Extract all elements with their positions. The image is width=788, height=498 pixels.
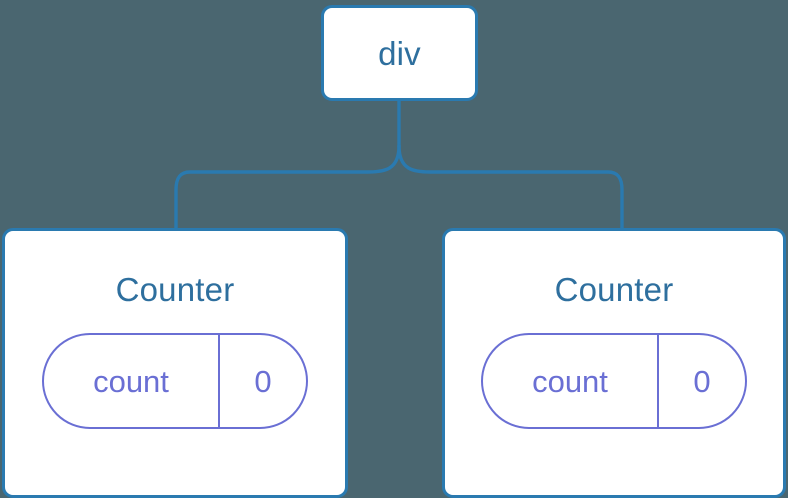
state-key-left: count	[44, 335, 220, 427]
node-div[interactable]: div	[321, 5, 478, 101]
connector-branch-left	[174, 144, 401, 230]
state-pill-right[interactable]: count 0	[481, 333, 747, 429]
node-counter-left[interactable]: Counter count 0	[2, 228, 348, 498]
node-counter-left-label: Counter	[115, 271, 235, 308]
node-div-label: div	[378, 34, 421, 72]
node-counter-right[interactable]: Counter count 0	[442, 228, 786, 498]
connector-branch-right	[397, 144, 624, 230]
state-key-right: count	[483, 335, 659, 427]
node-counter-right-label: Counter	[554, 271, 674, 308]
state-pill-left[interactable]: count 0	[42, 333, 308, 429]
state-value-right: 0	[693, 363, 711, 399]
state-value-left: 0	[254, 363, 272, 399]
